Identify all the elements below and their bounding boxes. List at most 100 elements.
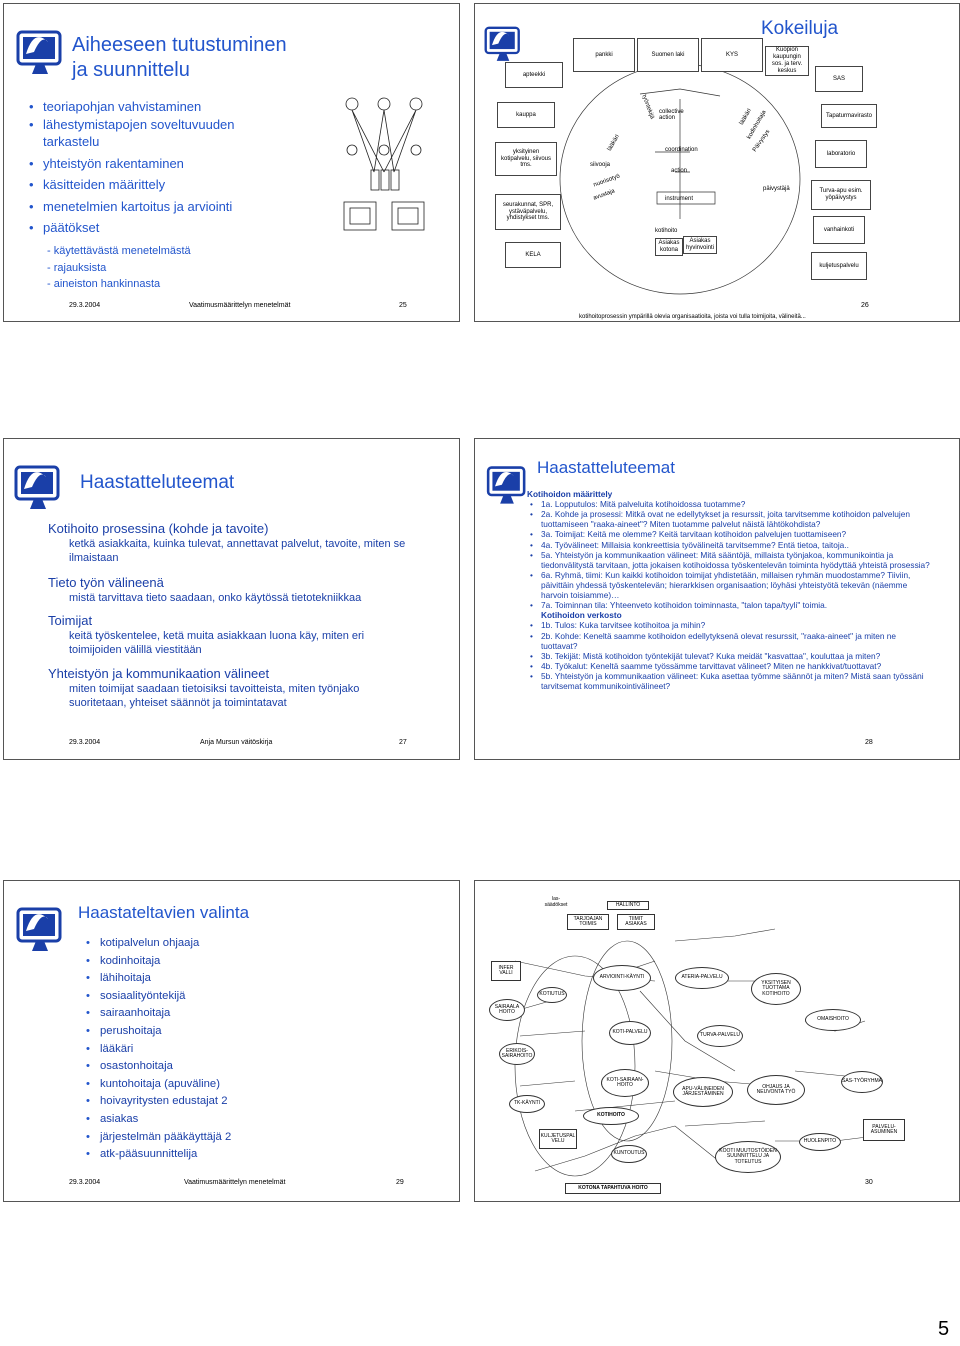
org-box: yksityinen kotipalvelu, siivous tms. [495,142,557,176]
network-caption: KOTONA TAPAHTUVA HOITO [565,1183,661,1194]
bullet-list: kotipalvelun ohjaaja kodinhoitaja lähiho… [86,935,386,1164]
question-heading: Kotihoidon määrittely [527,489,613,499]
network-node: OHJAUS JA NEUVONTA TYÖ [747,1075,805,1105]
section-heading: Yhteistyön ja kommunikaation välineet [48,666,270,681]
question-item: 5a. Yhteistyön ja kommunikaation välinee… [527,550,931,570]
slide-27: Haastatteluteemat Kotihoito prosessina (… [3,438,460,760]
network-node: HALLINTO [607,901,649,910]
slide-title: Haastateltavien valinta [78,903,250,922]
slide-title: Haastatteluteemat [537,458,675,477]
slide-footer: Vaatimusmäärittelyn menetelmät [184,1179,286,1186]
bullet-item: yhteistyön rakentaminen [29,153,274,175]
org-box: seurakunnat, SPR, ystäväpalvelu, yhdisty… [495,194,561,230]
section-heading: Tieto työn välineenä [48,575,164,590]
section-text: mistä tarvittava tieto saadaan, onko käy… [69,592,362,604]
slide-title: Haastatteluteemat [80,472,235,493]
bullet-item: osastonhoitaja [86,1058,386,1076]
bullet-item: menetelmien kartoitus ja arviointi [29,196,274,218]
bullet-item: päätökset [29,217,274,239]
org-box: Tapaturmavirasto [821,104,877,128]
org-box: apteekki [505,62,563,88]
slide-title-line1: Aiheeseen tutustuminen [72,34,287,56]
org-box: Turva-apu esim. yöpäivystys [811,180,871,210]
network-node: INFER VALLI [491,961,521,981]
slide-25: Aiheeseen tutustuminen ja suunnittelu te… [3,3,460,322]
network-node: KOTIUTUS [537,987,567,1003]
sub-item: - käytettävästä menetelmästä [47,245,191,257]
slide-26: Kokeiluja apteekki kauppa yksityinen kot… [474,3,960,322]
monitor-logo-icon [486,466,526,504]
network-node: KUNTOUTUS [611,1145,647,1163]
section-heading: Kotihoito prosessina (kohde ja tavoite) [48,521,269,536]
monitor-logo-icon [14,465,60,509]
slide-number: 30 [865,1179,873,1186]
question-list: Kotihoidon määrittely 1a. Lopputulos: Mi… [527,489,931,691]
monitor-logo-icon [16,30,62,74]
question-item: 5b. Yhteistyön ja kommunikaation välinee… [527,671,931,691]
question-item: 2a. Kohde ja prosessi: Mitkä ovat ne ede… [527,509,931,529]
center-label: kotihoito [655,228,678,234]
slide-number: 25 [399,302,407,309]
network-node: TURVA-PALVELU [697,1025,743,1047]
question-item: 2b. Kohde: Keneltä saamme kotihoidon ede… [527,631,931,651]
arc-label: siivooja [590,162,611,168]
process-diagram-icon [343,97,425,231]
bullet-item: kuntohoitaja (apuväline) [86,1076,386,1094]
org-box: pankki [573,38,635,72]
network-node: ARVIOINTI-KÄYNTI [593,965,651,991]
network-node: KOTIHOITO [583,1107,639,1125]
slide-title-line2: ja suunnittelu [72,59,190,81]
bullet-item: käsitteiden määrittely [29,174,274,196]
section-heading: Toimijat [48,613,93,628]
monitor-logo-icon [484,26,520,61]
slide-number: 28 [865,739,873,746]
network-node: KULJETUSPAL VELU [539,1129,577,1149]
bullet-item: lähihoitaja [86,970,386,988]
network-node: TARJOAJAN TOIMIS [567,914,609,930]
sub-item: - aineiston hankinnasta [47,278,161,290]
slide-number: 26 [861,302,869,309]
network-node: YKSITYISEN TUOTTAMA KOTIHOITO [751,973,801,1005]
center-label: coordination [665,147,698,153]
section-text: miten toimijat saadaan tietoisiksi tavoi… [69,683,360,710]
slide-caption: kotihoitoprosessin ympärillä olevia orga… [579,314,806,320]
page-number: 5 [938,1318,950,1340]
network-node: KOOTI MUUTOSTÖIDEN SUUNNITTELU JA TOTEUT… [715,1141,781,1173]
bullet-item: teoriapohjan vahvistaminen [29,96,274,118]
center-label: action [671,168,688,174]
center-label: instrument [665,196,694,202]
slide-date: 29.3.2004 [69,1179,101,1186]
question-item: 1a. Lopputulos: Mitä palveluita kotihoid… [527,499,931,509]
slide-30: las-säädökset HALLINTO TARJOAJAN TOIMIS … [474,880,960,1202]
network-node: APU-VÄLINEIDEN JÄRJESTÄMINEN [673,1077,733,1107]
network-node: KOTI-SAIRAAN-HOITO [601,1069,649,1097]
section-text: ketkä asiakkaita, kuinka tulevat, annett… [69,538,406,565]
question-item: 1b. Tulos: Kuka tarvitsee kotihoitoa ja … [527,620,931,630]
org-box: KELA [505,242,561,268]
org-box: vanhainkoti [813,216,865,244]
slide-number: 27 [399,739,407,746]
monitor-logo-icon [16,907,62,951]
slide-date: 29.3.2004 [69,302,101,309]
org-box: Kuopion kaupungin sos. ja terv. keskus [765,46,809,76]
org-box: kuljetuspalvelu [811,252,867,280]
network-node: ATERIA-PALVELU [675,967,729,989]
network-node: PALVELU-ASUMINEN [863,1119,905,1141]
network-node: HUOLENPITO [799,1133,841,1151]
network-node: SAS-TYÖRYHMÄ [841,1071,883,1093]
slide-title: Kokeiluja [761,18,839,39]
network-node: TK-KÄYNTI [509,1095,545,1113]
center-box: Asiakas kotona [655,238,683,256]
network-node: KOTI-PALVELU [609,1021,651,1045]
bullet-item: sairaanhoitaja [86,1005,386,1023]
slide-number: 29 [396,1179,404,1186]
center-box: Asiakas hyvinvointi [683,236,717,254]
question-item: 4b. Työkalut: Keneltä saamme työssämme t… [527,661,931,671]
bullet-item: perushoitaja [86,1023,386,1041]
question-item: 4a. Työvälineet: Millaisia konkreettisia… [527,540,931,550]
bullet-item: atk-pääsuunnittelija [86,1146,386,1164]
arc-label: päivystäjä [763,186,790,192]
org-box: SAS [815,66,863,92]
question-item: 7a. Toiminnan tila: Yhteenveto kotihoido… [527,600,931,610]
bullet-item: järjestelmän pääkäyttäjä 2 [86,1129,386,1147]
